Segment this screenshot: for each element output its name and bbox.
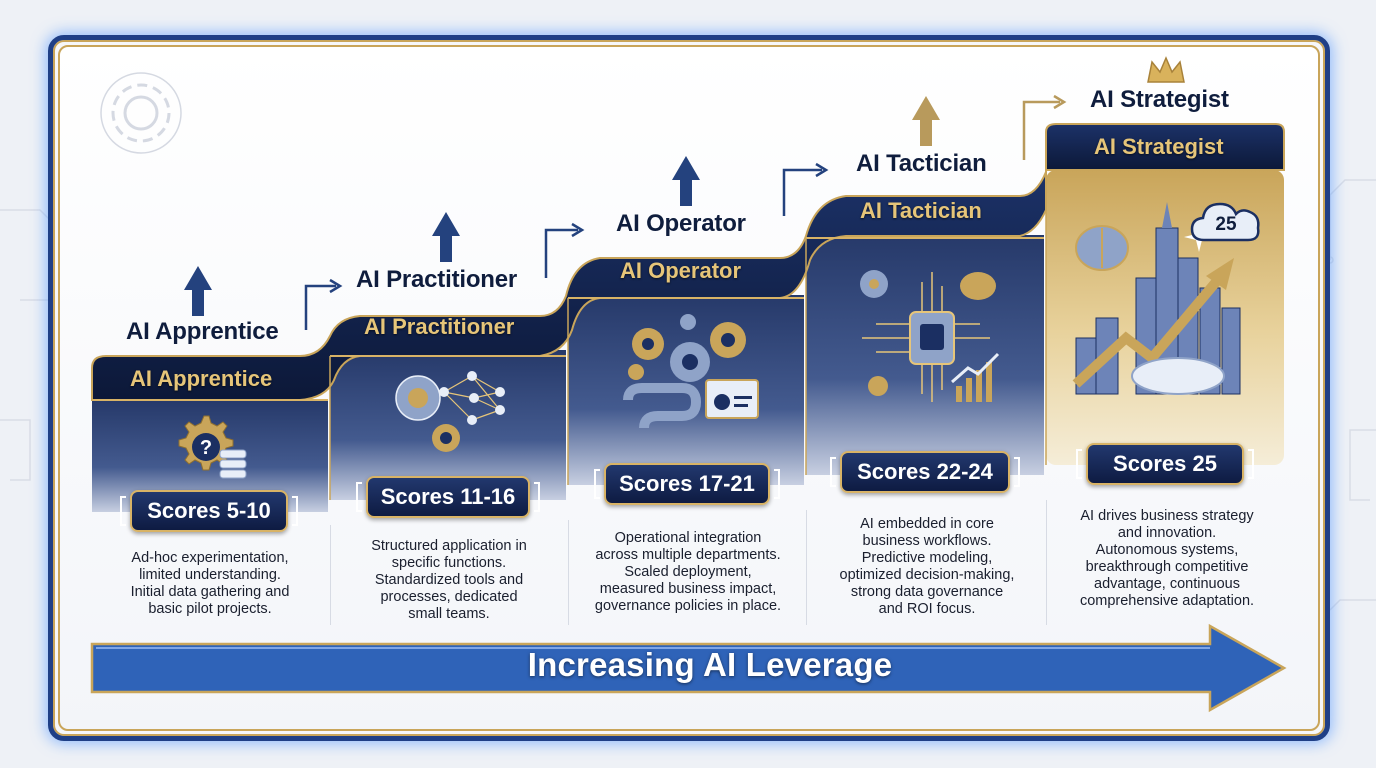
level-2-band-title: AI Practitioner [364,314,515,339]
gears-network-icon [395,371,505,452]
faint-gear-icon [100,72,182,154]
svg-text:?: ? [200,437,212,459]
level-2-above-title: AI Practitioner [356,266,518,293]
gears-workflow-icon [623,314,759,429]
increasing-leverage-label: Increasing AI Leverage [527,646,893,683]
cloud-badge-icon [1190,202,1260,242]
level-1-description: Ad-hoc experimentation,limited understan… [130,550,290,617]
level-3-above-title: AI Operator [616,210,746,237]
column-divider [330,525,331,625]
column-divider [1046,500,1047,625]
level-2-scores-badge: Scores 11-16 [356,476,540,518]
level-5-scores-badge: Scores 25 [1076,443,1254,485]
level-5-band-title: AI Strategist [1094,134,1224,159]
level-3-band-title: AI Operator [620,258,742,283]
level-5-above-title: AI Strategist [1090,86,1229,113]
question-gear-database-icon: ? [178,415,247,479]
level-4-scores-badge: Scores 22-24 [830,451,1020,493]
level-1-scores-badge: Scores 5-10 [120,490,298,532]
level-1-above-title: AI Apprentice [126,318,279,345]
level-1-band-title: AI Apprentice [130,366,273,391]
chip-brain-chart-icon [860,270,1000,402]
column-divider [806,510,807,625]
brain-city-growth-icon [1072,202,1241,395]
column-divider [568,520,569,625]
level-3-scores-badge: Scores 17-21 [594,463,780,505]
level-4-above-title: AI Tactician [856,150,987,177]
crown-icon [1147,56,1185,83]
cloud-badge-number: 25 [1215,214,1237,235]
level-4-band-title: AI Tactician [860,198,982,223]
